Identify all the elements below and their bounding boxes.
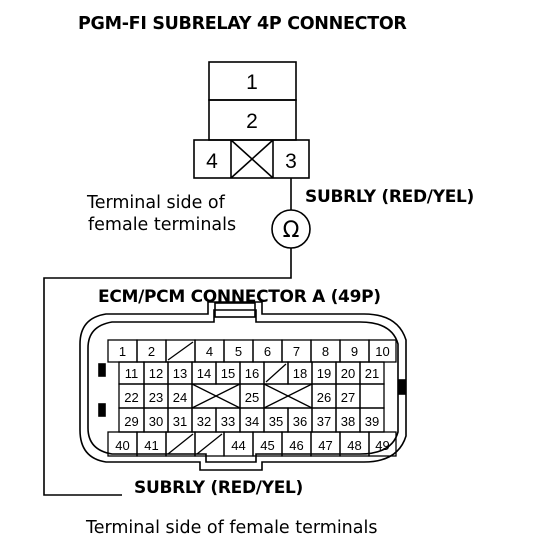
ecm-pin-7: 7	[293, 344, 300, 359]
ecm-pin-15: 15	[221, 366, 235, 381]
ecm-pin-49: 49	[375, 438, 389, 453]
ecm-connector-inner-shell	[87, 309, 399, 463]
ohm-symbol: Ω	[283, 218, 300, 243]
ecm-pin-20: 20	[341, 366, 355, 381]
ecm-pin-1: 1	[119, 344, 126, 359]
ecm-pin-44: 44	[231, 438, 245, 453]
ecm-pin-6: 6	[264, 344, 271, 359]
ecm-pin-19: 19	[317, 366, 331, 381]
ecm-pin-46: 46	[289, 438, 303, 453]
ecm-pin-35: 35	[269, 414, 283, 429]
subrelay-terminal-4: 4	[206, 150, 218, 173]
ecm-connector-shell	[79, 301, 407, 471]
ecm-bottom-label: Terminal side of female terminals	[86, 518, 378, 538]
ecm-pin-33: 33	[221, 414, 235, 429]
ecm-pin-29: 29	[124, 414, 138, 429]
ecm-pin-27: 27	[341, 390, 355, 405]
ecm-pin-24: 24	[173, 390, 187, 405]
subrelay-side-label-line2: female terminals	[88, 215, 237, 235]
ecm-pin-37: 37	[317, 414, 331, 429]
ecm-pin-47: 47	[318, 438, 332, 453]
ecm-pin-12: 12	[149, 366, 163, 381]
subrelay-terminal-2: 2	[246, 110, 258, 133]
ecm-pin-39: 39	[365, 414, 379, 429]
ecm-pin-26: 26	[317, 390, 331, 405]
ecm-pin-22: 22	[124, 390, 138, 405]
ecm-empty-cavity-mark	[265, 363, 287, 383]
ecm-latch-tab	[214, 302, 256, 318]
ecm-pin-cell	[359, 383, 385, 409]
ecm-pin-5: 5	[235, 344, 242, 359]
ecm-pin-34: 34	[245, 414, 259, 429]
ecm-pin-18: 18	[293, 366, 307, 381]
subrelay-connector-title: PGM-FI SUBRELAY 4P CONNECTOR	[78, 14, 407, 34]
ecm-pin-45: 45	[260, 438, 274, 453]
subrelay-wire-label: SUBRLY (RED/YEL)	[305, 187, 475, 207]
probe-lead-to-ecm	[43, 248, 292, 496]
subrelay-bottom-row	[193, 139, 310, 179]
ecm-pin-21: 21	[365, 366, 379, 381]
ecm-pin-16: 16	[245, 366, 259, 381]
ecm-pin-13: 13	[173, 366, 187, 381]
ecm-wire-label: SUBRLY (RED/YEL)	[134, 478, 304, 498]
ecm-connector-title: ECM/PCM CONNECTOR A (49P)	[98, 287, 381, 307]
ecm-pin-31: 31	[173, 414, 187, 429]
ecm-pin-25: 25	[245, 390, 259, 405]
ecm-pin-11: 11	[125, 366, 139, 381]
ecm-empty-cavity-mark	[167, 341, 194, 361]
ecm-pin-48: 48	[347, 438, 361, 453]
ecm-pin-36: 36	[293, 414, 307, 429]
subrelay-side-label-line1: Terminal side of	[87, 193, 225, 213]
ecm-pin-9: 9	[351, 344, 358, 359]
ecm-empty-cavity-mark	[167, 433, 194, 455]
ecm-pin-40: 40	[115, 438, 129, 453]
ecm-pin-32: 32	[197, 414, 211, 429]
subrelay-terminal-1: 1	[246, 71, 258, 94]
ecm-pin-8: 8	[322, 344, 329, 359]
ecm-pin-23: 23	[149, 390, 163, 405]
ecm-pin-10: 10	[375, 344, 389, 359]
ecm-pin-4: 4	[206, 344, 213, 359]
ecm-pin-14: 14	[197, 366, 211, 381]
ecm-pin-cell	[368, 431, 397, 457]
ecm-pin-38: 38	[341, 414, 355, 429]
ecm-pin-30: 30	[149, 414, 163, 429]
ecm-empty-cavity-mark	[196, 433, 223, 455]
ecm-pin-41: 41	[144, 438, 158, 453]
subrelay-terminal-3: 3	[285, 150, 297, 173]
ecm-pin-2: 2	[148, 344, 155, 359]
